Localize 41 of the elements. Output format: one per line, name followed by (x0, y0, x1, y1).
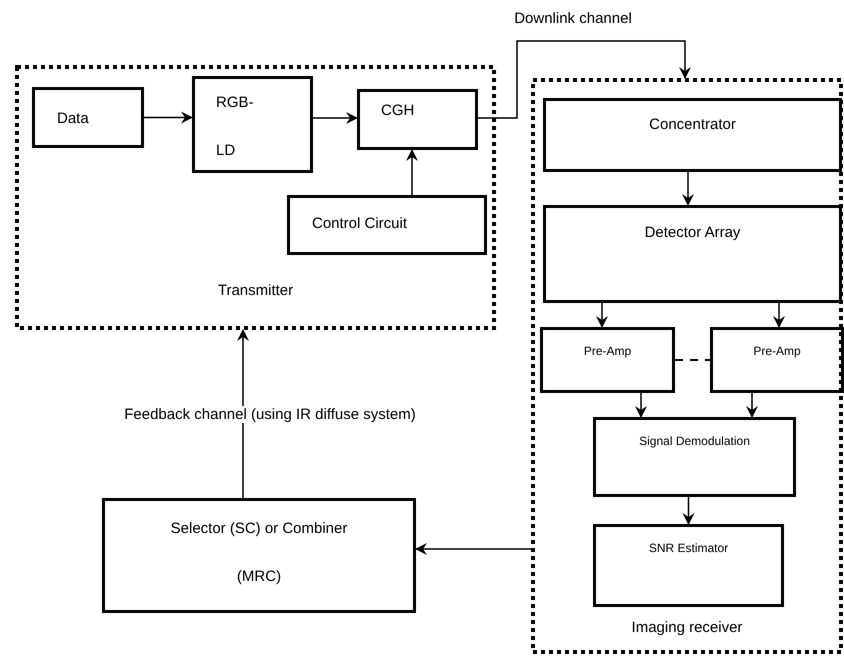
box-label: Data (57, 109, 89, 129)
arrow (237, 329, 249, 498)
edge-label: Feedback channel (using IR diffuse system) (123, 406, 417, 422)
arrow (635, 393, 647, 418)
box-label: Selector (SC) or Combiner (MRC) (170, 519, 348, 587)
box-label: Control Circuit (312, 214, 408, 234)
box-label: RGB- LD (216, 93, 254, 161)
process-box (593, 524, 784, 607)
arrow (144, 112, 193, 124)
arrow (682, 497, 694, 525)
box-label: Pre-Amp (752, 343, 802, 360)
arrow (596, 303, 608, 328)
process-box (102, 498, 416, 613)
arrow (313, 112, 358, 124)
process-box (543, 205, 842, 303)
arrow (746, 393, 758, 418)
box-label: SNR Estimator (648, 540, 730, 557)
edge-label: Downlink channel (513, 10, 633, 26)
process-box (593, 417, 796, 497)
process-box (540, 327, 675, 393)
connector-line (675, 359, 710, 361)
box-label: Concentrator (648, 115, 737, 135)
process-box (32, 87, 144, 148)
box-label: Imaging receiver (630, 618, 744, 638)
box-label: Transmitter (216, 281, 294, 301)
process-box (710, 327, 844, 393)
box-label: Pre-Amp (582, 343, 632, 360)
arrow (682, 172, 694, 206)
arrow (773, 303, 785, 328)
process-box (357, 89, 478, 150)
arrow (415, 543, 531, 555)
box-label: Detector Array (644, 223, 742, 243)
dotted-group-box (531, 78, 843, 654)
process-box (287, 195, 487, 255)
dotted-group-box (15, 65, 496, 330)
process-box (192, 76, 313, 173)
process-box (543, 98, 842, 172)
arrow (406, 149, 418, 195)
arrow (478, 40, 691, 119)
box-label: CGH (381, 101, 414, 121)
box-label: Signal Demodulation (638, 433, 751, 450)
